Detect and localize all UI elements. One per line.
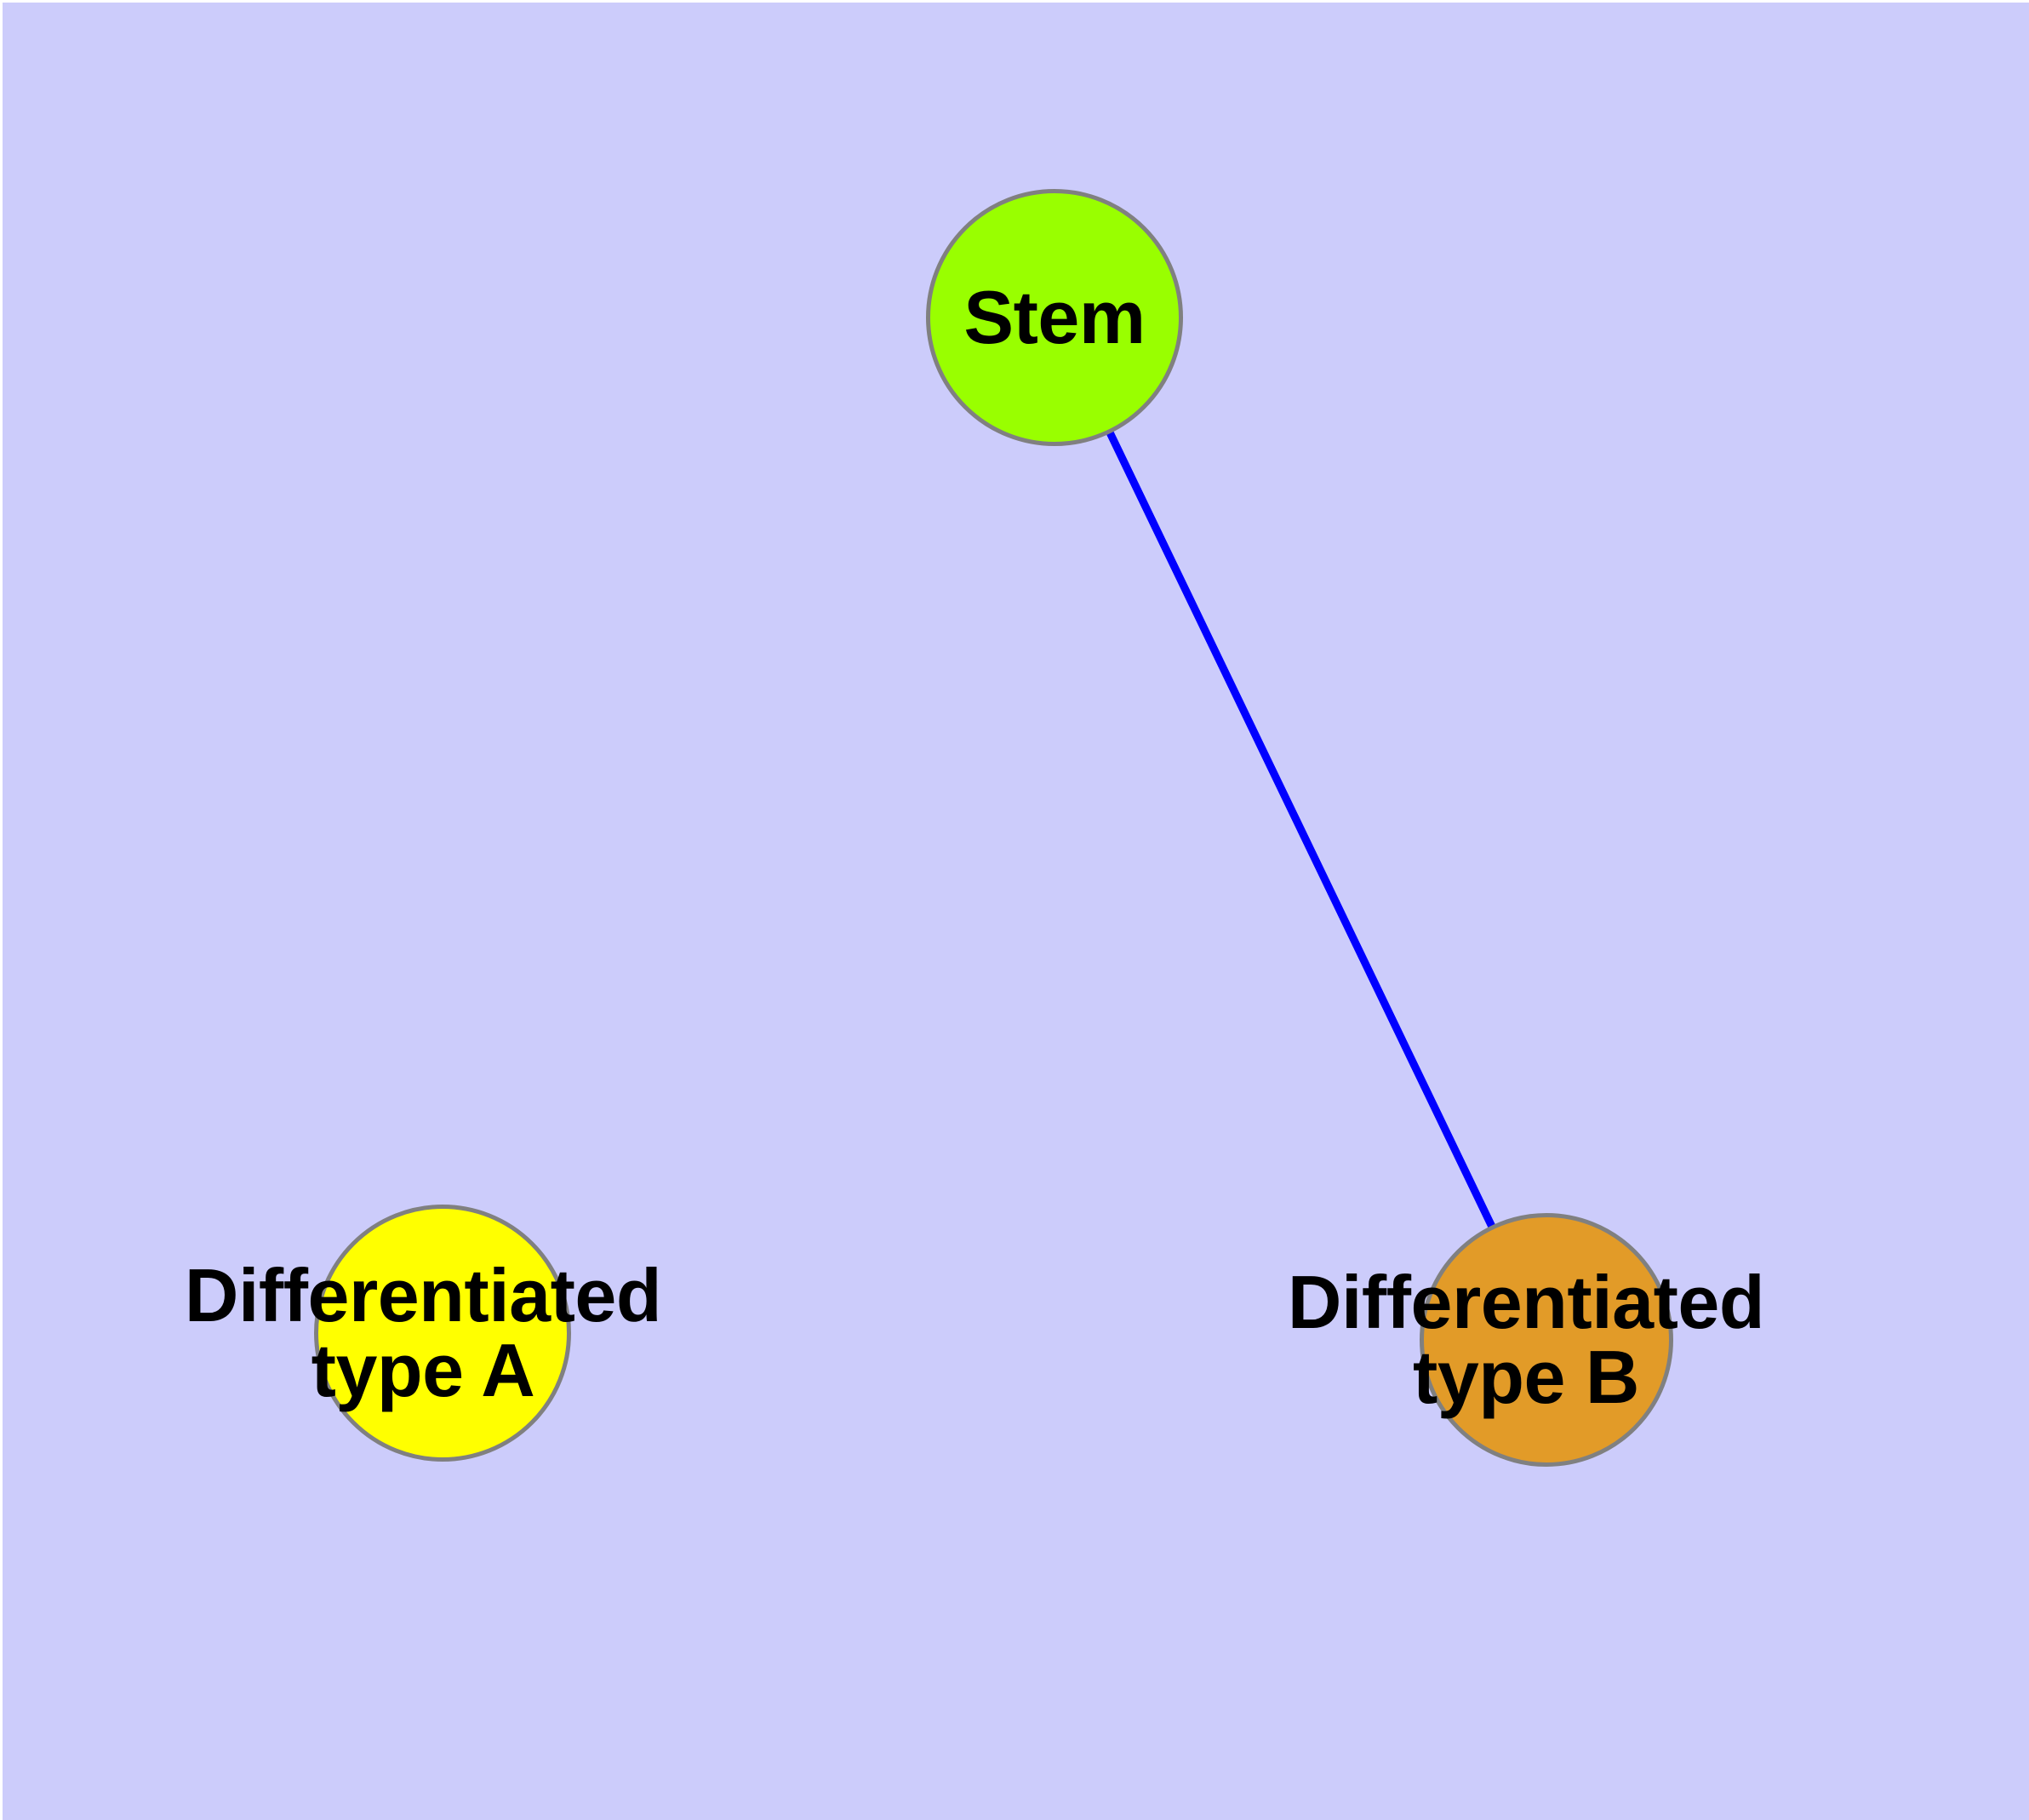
node-differentiated-type-a[interactable] [314,1205,571,1462]
node-stem[interactable] [926,189,1183,446]
node-layer [314,189,1673,1467]
node-differentiated-type-b[interactable] [1420,1213,1673,1467]
edge-stem-to-differentiated-type-b[interactable] [1050,316,1551,1342]
edge-layer [1050,316,1551,1342]
